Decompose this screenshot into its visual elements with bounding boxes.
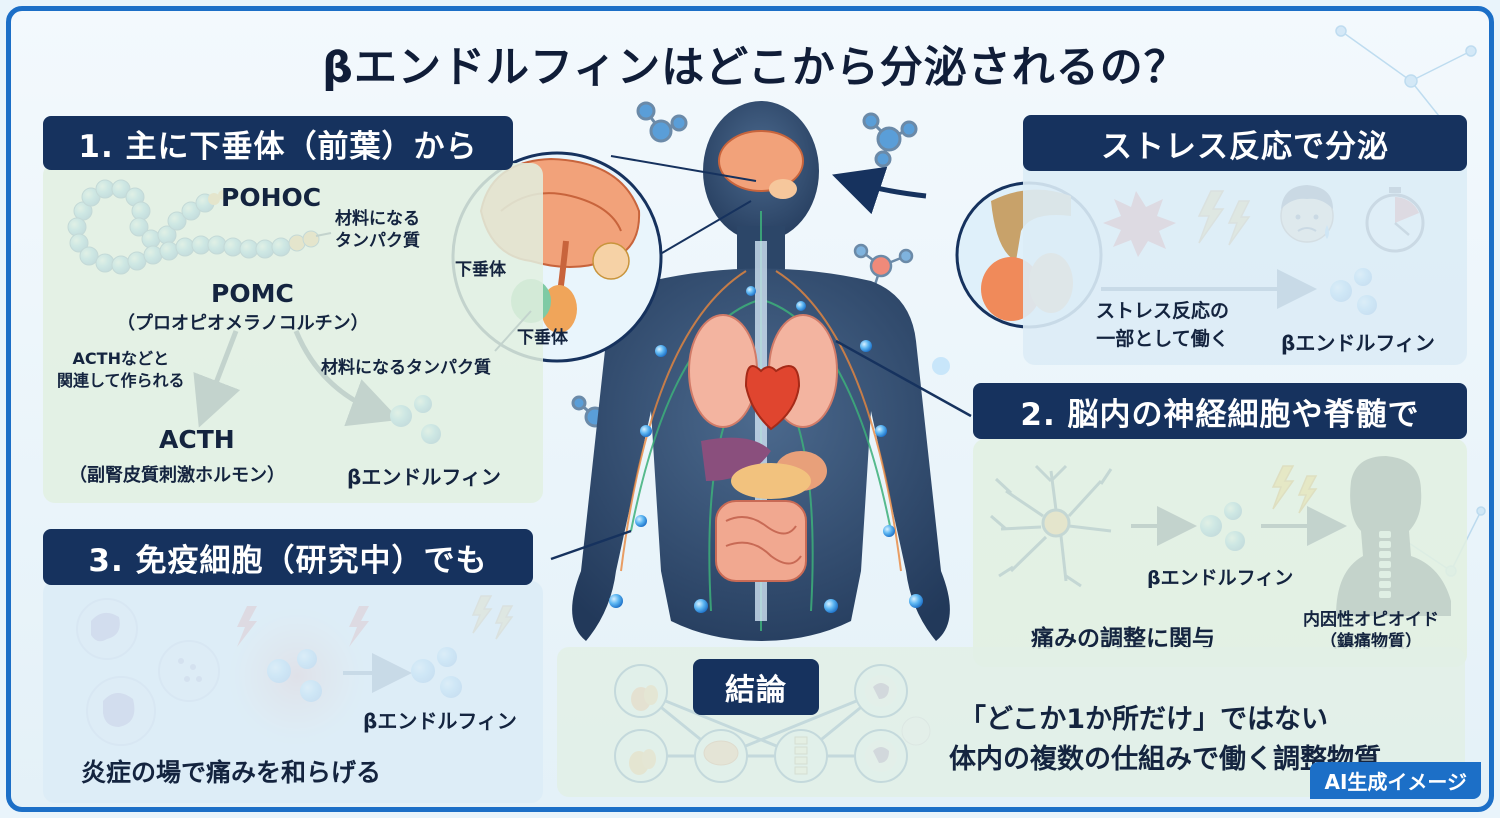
acth-full-label: （副腎皮質刺激ホルモン） [69, 465, 285, 486]
ai-generated-badge: AI生成イメージ [1310, 762, 1481, 799]
section3-heading: 3. 免疫細胞（研究中）でも [43, 529, 533, 585]
stress-heading: ストレス反応で分泌 [1023, 115, 1467, 171]
beta-label-stress: βエンドルフィン [1281, 331, 1435, 355]
section1-panel [43, 163, 543, 503]
section2-heading: 2. 脳内の神経細胞や脊髄で [973, 383, 1467, 439]
material-protein-label: 材料になるタンパク質 [321, 358, 491, 378]
conclusion-heading: 結論 [693, 659, 819, 715]
pituitary-label-left: 下垂体 [455, 260, 506, 280]
acth-note: ACTHなどと 関連して作られる [57, 349, 185, 390]
beta-label-s3: βエンドルフィン [363, 709, 517, 733]
infographic-frame: βエンドルフィンはどこから分泌されるの？ 1. 主に下垂体（前葉）から POHO… [6, 6, 1494, 812]
section3-caption: 炎症の場で痛みを和らげる [81, 758, 382, 787]
stress-desc: ストレス反応の 一部として働く [1096, 300, 1230, 350]
conclusion-line1: 「どこか1か所だけ」ではない [959, 704, 1328, 735]
pituitary-label-bottom: 下垂体 [517, 328, 568, 348]
section2-panel [973, 439, 1467, 667]
beta-label-s2: βエンドルフィン [1147, 567, 1294, 589]
section1-heading: 1. 主に下垂体（前葉）から [43, 116, 513, 170]
material-label: 材料になる タンパク質 [335, 209, 420, 251]
acth-label: ACTH [159, 425, 235, 454]
conclusion-line2: 体内の複数の仕組みで働く調整物質 [949, 744, 1381, 775]
pomc-label: POMC [211, 279, 294, 308]
pomc-full-label: （プロオピオメラノコルチン） [117, 313, 369, 334]
pohoc-label: POHOC [221, 183, 322, 212]
human-body-figure [572, 101, 950, 641]
section3-panel [43, 581, 543, 803]
beta-label-s1: βエンドルフィン [347, 465, 501, 489]
page-title: βエンドルフィンはどこから分泌されるの？ [322, 43, 1188, 93]
